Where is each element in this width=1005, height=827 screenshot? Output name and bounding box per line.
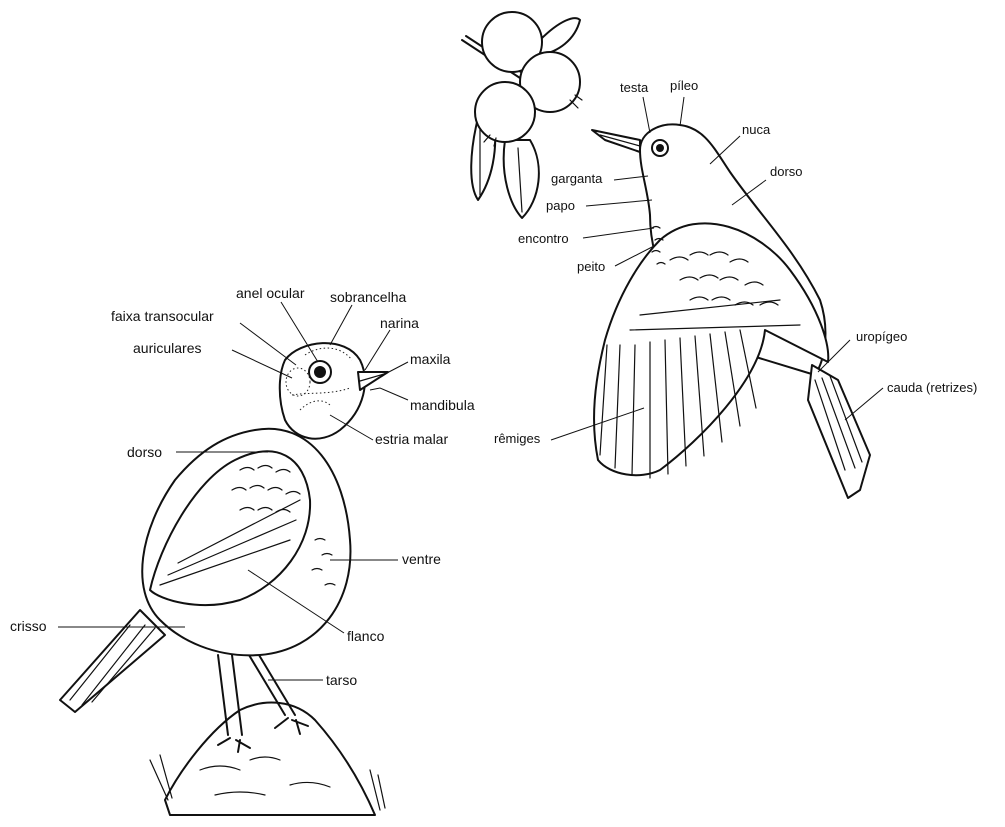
label-anel-ocular: anel ocular xyxy=(236,285,305,301)
label-nuca: nuca xyxy=(742,122,771,137)
flying-bird-drawing xyxy=(592,124,870,498)
label-narina: narina xyxy=(380,315,419,331)
label-peito: peito xyxy=(577,259,605,274)
label-pileo: píleo xyxy=(670,78,698,93)
label-crisso: crisso xyxy=(10,618,47,634)
label-cauda: cauda (retrizes) xyxy=(887,380,977,395)
label-sobrancelha: sobrancelha xyxy=(330,289,406,305)
label-uropigeo: uropígeo xyxy=(856,329,907,344)
label-tarso: tarso xyxy=(326,672,357,688)
label-dorso: dorso xyxy=(127,444,162,460)
label-mandibula: mandibula xyxy=(410,397,475,413)
label-encontro: encontro xyxy=(518,231,569,246)
label-garganta: garganta xyxy=(551,171,603,186)
label-testa: testa xyxy=(620,80,649,95)
label-faixa-transocular: faixa transocular xyxy=(111,308,214,324)
label-papo: papo xyxy=(546,198,575,213)
label-dorso-flying: dorso xyxy=(770,164,803,179)
label-ventre: ventre xyxy=(402,551,441,567)
berry-branch xyxy=(462,12,582,218)
label-auriculares: auriculares xyxy=(133,340,201,356)
perched-bird-drawing xyxy=(60,343,388,815)
label-estria-malar: estria malar xyxy=(375,431,448,447)
label-remiges: rêmiges xyxy=(494,431,541,446)
label-flanco: flanco xyxy=(347,628,385,644)
label-maxila: maxila xyxy=(410,351,451,367)
